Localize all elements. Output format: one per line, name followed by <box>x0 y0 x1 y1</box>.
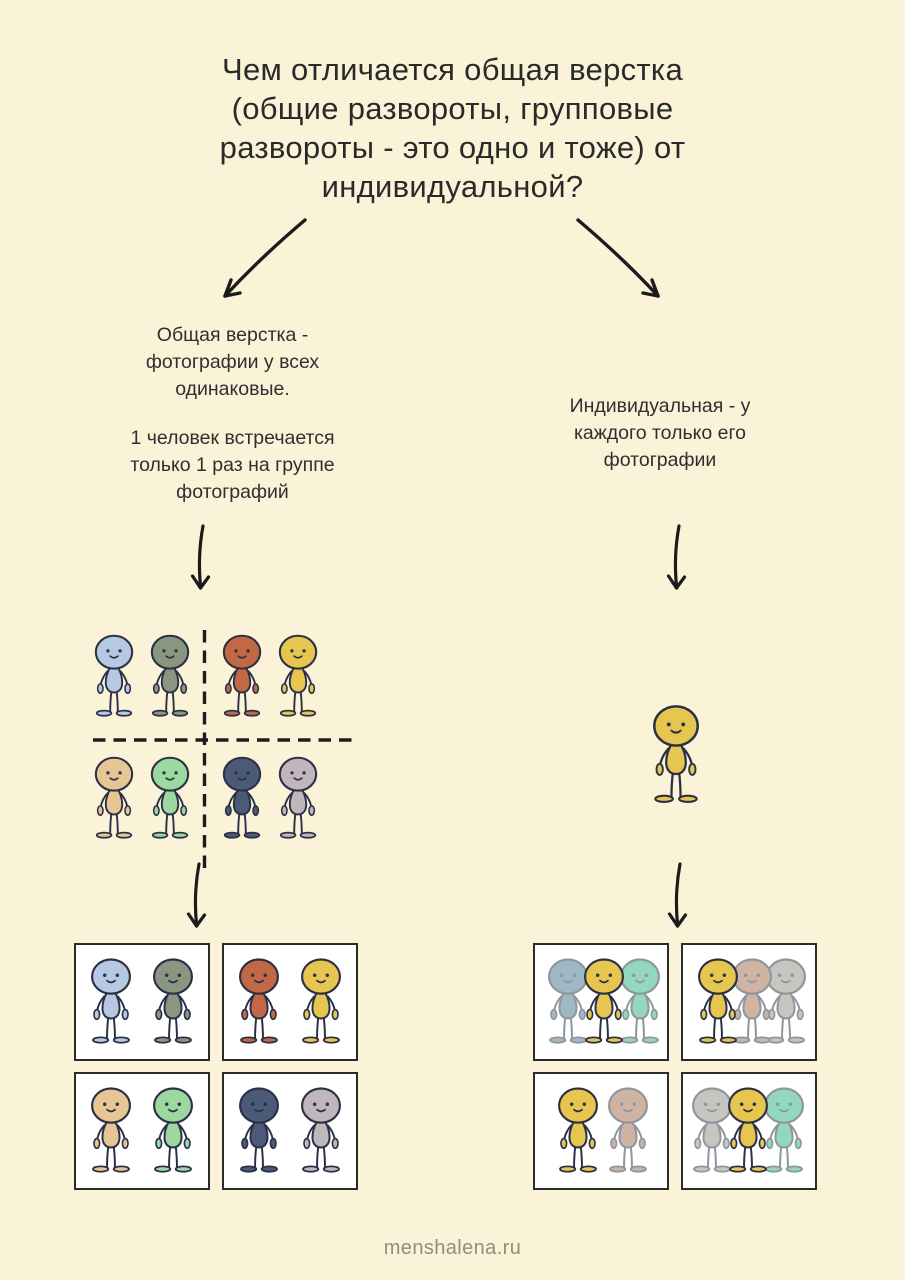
flow-arrow-left-low-icon <box>186 862 207 928</box>
person-figure-yellow <box>645 704 707 812</box>
right-branch-description: Индивидуальная - у каждого только его фо… <box>569 395 751 471</box>
grid-quadrant-3 <box>88 756 196 846</box>
person-figure-tan <box>88 756 140 846</box>
flow-arrow-right-low-icon <box>667 862 688 928</box>
person-figure-green <box>146 1084 200 1183</box>
person-figure-slate <box>232 1084 286 1183</box>
grid-quadrant-1 <box>88 634 196 724</box>
person-figure-muted_pink <box>601 1084 655 1183</box>
person-figure-yellow <box>721 1084 775 1183</box>
dashed-divider-icon <box>93 630 355 870</box>
photo-card-shared-3 <box>74 1072 210 1190</box>
person-figure-mauve <box>294 1084 348 1183</box>
branch-arrow-right-icon <box>576 218 660 298</box>
page-title: Чем отличается общая верстка (общие разв… <box>219 52 686 205</box>
person-figure-blue <box>84 955 138 1054</box>
person-figure-yellow <box>551 1084 605 1183</box>
photo-card-shared-4 <box>222 1072 358 1190</box>
photo-card-shared-2 <box>222 943 358 1061</box>
grid-quadrant-4 <box>216 756 324 846</box>
person-figure-tan <box>84 1084 138 1183</box>
person-figure-olive <box>146 955 200 1054</box>
person-figure-yellow <box>294 955 348 1054</box>
photo-card-individual-4 <box>681 1072 817 1190</box>
photo-card-individual-2 <box>681 943 817 1061</box>
watermark: menshalena.ru <box>383 1237 522 1259</box>
person-figure-orange <box>232 955 286 1054</box>
grid-quadrant-2 <box>216 634 324 724</box>
individual-figure <box>645 704 707 812</box>
photo-card-individual-3 <box>533 1072 669 1190</box>
left-branch-note: 1 человек встречается только 1 раз на гр… <box>130 427 335 503</box>
flow-arrow-left-mid-icon <box>190 524 211 590</box>
person-figure-green <box>144 756 196 846</box>
photo-card-individual-1 <box>533 943 669 1061</box>
person-figure-yellow <box>577 955 631 1054</box>
person-figure-yellow <box>272 634 324 724</box>
person-figure-mauve <box>272 756 324 846</box>
person-figure-blue <box>88 634 140 724</box>
person-figure-orange <box>216 634 268 724</box>
person-figure-slate <box>216 756 268 846</box>
person-figure-yellow <box>691 955 745 1054</box>
branch-arrow-left-icon <box>223 218 307 298</box>
photo-card-shared-1 <box>74 943 210 1061</box>
person-figure-olive <box>144 634 196 724</box>
left-branch-description: Общая верстка - фотографии у всех одинак… <box>145 324 320 400</box>
flow-arrow-right-mid-icon <box>666 524 687 590</box>
